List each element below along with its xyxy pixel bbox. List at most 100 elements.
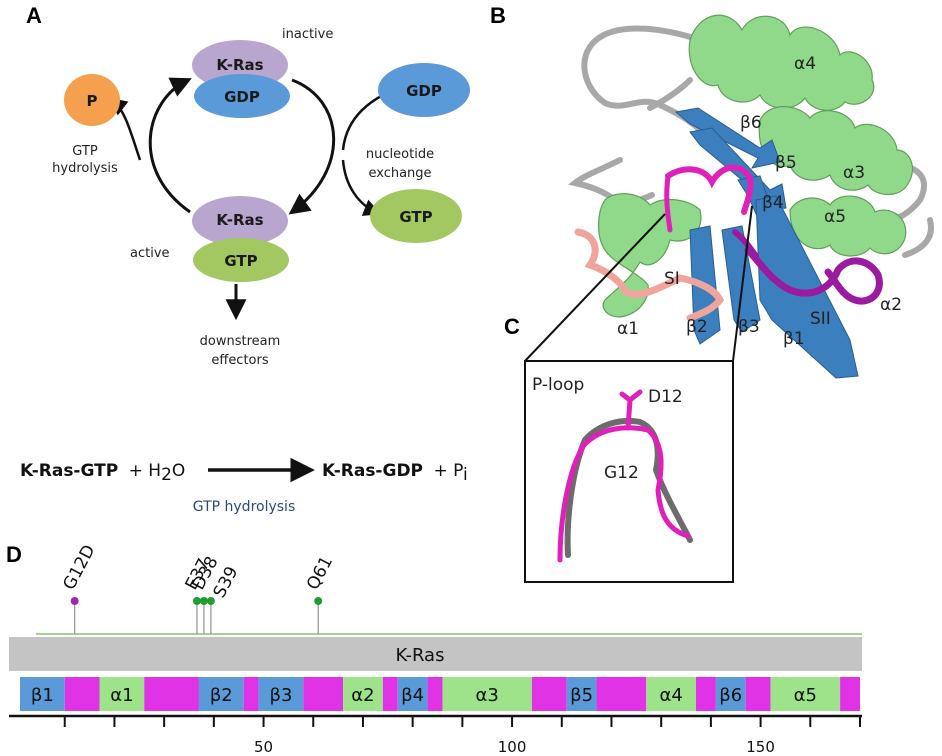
segment-helix-α1 [99, 677, 145, 711]
segment-helix-α3 [442, 677, 532, 711]
gdp-free-blob [378, 63, 470, 117]
effectors-label-line2: effectors [211, 353, 268, 368]
label-a2: α2 [880, 295, 902, 315]
gdp-bound-label: GDP [224, 88, 260, 106]
panel-letter-a: A [26, 3, 42, 28]
segment-sheet-β1 [20, 677, 65, 711]
gdp-bound-blob [194, 74, 290, 118]
exchange-label-line1: nucleotide [366, 147, 434, 162]
p-loop-ribbon [665, 164, 754, 215]
segment-sheet-β5 [566, 677, 597, 711]
gdp-free-label: GDP [406, 82, 442, 100]
cycle-arc-right [288, 78, 336, 215]
phosphate-label: P [87, 92, 98, 110]
mutation-label-G12D: G12D [59, 542, 99, 594]
phosphate-blob [64, 74, 120, 126]
mutation-dot-D38 [199, 597, 208, 605]
position-ticks: 50 100 150 [63, 716, 861, 756]
tick-label-150: 150 [746, 738, 775, 756]
segment-label-α5: α5 [794, 685, 817, 706]
mutation-dot-E37 [192, 597, 201, 605]
segment-loop-11 [427, 677, 443, 711]
label-b2: β2 [686, 317, 708, 337]
equation-caption: GTP hydrolysis [193, 499, 296, 515]
panel-b: B [490, 3, 934, 379]
panel-a: A K-Ras GDP inactive K-Ras GTP active P … [20, 3, 470, 515]
segment-sheet-β3 [258, 677, 304, 711]
label-a5: α5 [824, 207, 846, 227]
d12-sidechain [619, 389, 643, 431]
segment-sheet-β6 [715, 677, 746, 711]
segment-sheet-β2 [198, 677, 244, 711]
mutation-dot-Q61 [314, 597, 323, 605]
p-loop-title: P-loop [532, 375, 584, 395]
tick-label-50: 50 [254, 738, 273, 756]
segment-label-β6: β6 [719, 685, 742, 706]
panel-letter-d: D [6, 542, 22, 567]
exchange-label-line2: exchange [368, 166, 431, 181]
panel-c: C P-loop D12 G12 [504, 205, 753, 583]
zoom-line-right [732, 205, 753, 362]
segment-loop-17 [695, 677, 716, 711]
kras-inactive-label: K-Ras [216, 56, 263, 74]
segment-loop-5 [243, 677, 259, 711]
label-b6: β6 [740, 113, 762, 133]
kras-active-blob [192, 196, 288, 246]
label-a3: α3 [843, 163, 865, 183]
helix-a3 [758, 106, 914, 195]
label-a4: α4 [794, 54, 816, 74]
segment-label-α2: α2 [351, 685, 374, 706]
cycle-arc-left [148, 77, 192, 214]
segment-loop-9 [382, 677, 398, 711]
sheet-b1 [755, 195, 859, 379]
state-inactive-label: inactive [282, 27, 333, 42]
state-active-label: active [130, 246, 170, 261]
kras-active-label: K-Ras [216, 211, 263, 229]
mutation-label-Q61: Q61 [303, 553, 337, 593]
segment-helix-α2 [343, 677, 383, 711]
label-b3: β3 [738, 317, 760, 337]
panel-letter-c: C [504, 314, 520, 339]
equation-left: K-Ras-GTP + H2O [20, 461, 185, 485]
switch2-ribbon [744, 246, 883, 305]
effectors-label-line1: downstream [200, 334, 281, 349]
mutation-dot-G12D [70, 597, 79, 605]
tick-label-100: 100 [498, 738, 527, 756]
equation-water-sub: 2 [161, 465, 172, 485]
mutant-backbone-trace [557, 425, 691, 563]
segment-label-β5: β5 [570, 685, 593, 706]
hydrolysis-label-line2: hydrolysis [52, 161, 118, 176]
p-loop-tail [664, 173, 673, 233]
segment-loop-15 [596, 677, 647, 711]
label-b4: β4 [762, 193, 784, 213]
label-s2: SII [810, 309, 831, 329]
segment-label-α1: α1 [110, 685, 133, 706]
gtp-bound-blob [193, 238, 289, 282]
sheet-b3 [721, 225, 761, 333]
label-b5: β5 [775, 153, 797, 173]
gtp-free-label: GTP [399, 208, 432, 226]
gtp-bound-label: GTP [224, 252, 257, 270]
segment-label-β1: β1 [31, 685, 54, 706]
segment-loop-1 [64, 677, 100, 711]
equation-product: K-Ras-GDP [322, 461, 423, 481]
helix-a4 [688, 14, 875, 111]
segment-helix-α5 [770, 677, 841, 711]
segment-loop-3 [144, 677, 199, 711]
equation-pi-sub: i [463, 465, 468, 485]
segment-label-α4: α4 [659, 685, 682, 706]
switch1-ribbon [574, 228, 725, 322]
label-a1: α1 [617, 319, 639, 339]
kras-protein-bar [9, 637, 862, 671]
equation-reactant: K-Ras-GTP [20, 461, 118, 481]
segment-loop-21 [840, 677, 860, 711]
residue-d12-label: D12 [648, 387, 683, 407]
equation-plus-water: + H [129, 461, 161, 481]
hydrolysis-label-line1: GTP [72, 144, 98, 159]
label-b1: β1 [783, 329, 805, 349]
hydrolysis-equation: K-Ras-GTP + H2O K-Ras-GDP + Pi GTP hydro… [20, 457, 468, 515]
label-s1: SI [664, 269, 680, 289]
